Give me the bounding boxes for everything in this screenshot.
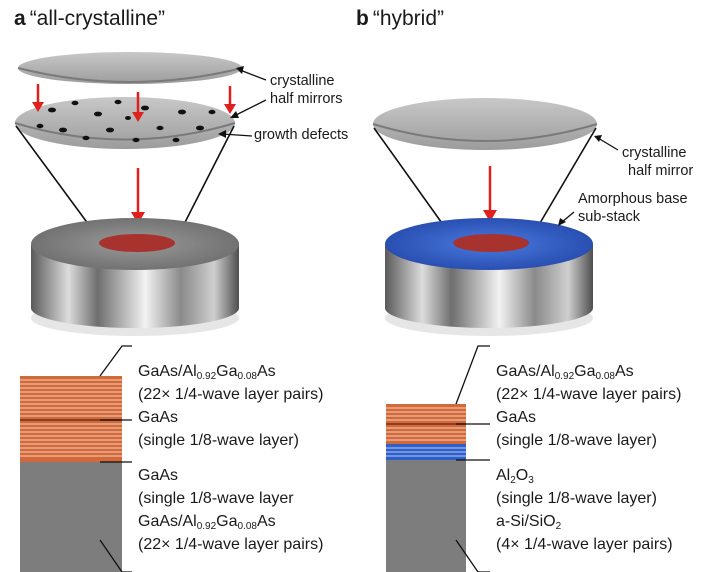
upper-formula-a: GaAs/Al0.92Ga0.08As xyxy=(138,363,276,382)
lower-pairs-a: (22× 1/4-wave layer pairs) xyxy=(138,536,324,553)
panel-a-illustration xyxy=(14,52,267,572)
growth-defect-dots xyxy=(36,99,216,143)
callout-line-2: half mirror xyxy=(628,163,694,179)
panel-b-letter: b xyxy=(356,7,369,30)
upper-layer-desc-b: (single 1/8-wave layer) xyxy=(496,432,657,449)
callout-crystalline-mirrors: crystalline half mirrors xyxy=(270,72,343,108)
callout-line-2: sub-stack xyxy=(578,209,641,225)
layer-stack xyxy=(20,376,122,572)
stack-labels-b-lower: Al2O3 (single 1/8-wave layer) a-Si/SiO2 … xyxy=(496,464,673,556)
stack-labels-b: GaAs/Al0.92Ga0.08As (22× 1/4-wave layer … xyxy=(496,360,681,452)
crystalline-mirror xyxy=(373,98,597,150)
substrate-disk-coated xyxy=(385,218,593,336)
callout-line-2: half mirrors xyxy=(270,91,343,107)
substrate-disk xyxy=(31,218,239,336)
down-arrow-icon xyxy=(32,84,236,224)
panel-hybrid: b“hybrid” xyxy=(356,0,720,572)
upper-pairs-b: (22× 1/4-wave layer pairs) xyxy=(496,386,682,403)
beam-spot xyxy=(99,234,175,252)
crystalline-mirror-defect xyxy=(15,97,235,149)
panel-b-title: b“hybrid” xyxy=(356,6,444,32)
callout-growth-defects: growth defects xyxy=(254,127,349,143)
callout-crystalline-mirror: crystalline half mirror xyxy=(622,144,693,180)
crystalline-mirror-top xyxy=(18,52,242,84)
lower-pairs-b: (4× 1/4-wave layer pairs) xyxy=(496,536,673,553)
upper-formula-b: GaAs/Al0.92Ga0.08As xyxy=(496,363,634,382)
pointer-arrow-icon xyxy=(218,66,267,138)
panel-a-letter: a xyxy=(14,7,26,30)
down-arrow-icon xyxy=(483,166,497,222)
lower-layer-b: Al2O3 xyxy=(496,467,534,486)
beam-spot xyxy=(453,234,529,252)
panel-b-title-text: “hybrid” xyxy=(372,7,445,30)
panel-all-crystalline: a“all-crystalline” xyxy=(14,6,349,572)
callout-line-1: Amorphous base xyxy=(578,191,688,207)
panel-a-title-text: “all-crystalline” xyxy=(29,7,166,30)
stack-labels-a-lower: GaAs (single 1/8-wave layer GaAs/Al0.92G… xyxy=(138,464,323,556)
upper-layer-b: GaAs xyxy=(496,409,537,426)
lower-layer-desc-b: (single 1/8-wave layer) xyxy=(496,490,657,507)
layer-stack-hybrid xyxy=(386,404,466,572)
upper-layer-desc-a: (single 1/8-wave layer) xyxy=(138,432,299,449)
pointer-arrow-icon xyxy=(558,135,619,226)
lower-formula-a: GaAs/Al0.92Ga0.08As xyxy=(138,513,276,532)
lower-layer-desc-a: (single 1/8-wave layer xyxy=(138,490,294,507)
panel-a-title: a“all-crystalline” xyxy=(14,6,165,32)
callout-line-1: crystalline xyxy=(270,73,335,89)
upper-pairs-a: (22× 1/4-wave layer pairs) xyxy=(138,386,324,403)
upper-layer-a: GaAs xyxy=(138,409,179,426)
callout-amorphous-base: Amorphous base sub-stack xyxy=(578,190,688,226)
stack-labels-a: GaAs/Al0.92Ga0.08As (22× 1/4-wave layer … xyxy=(138,360,323,452)
lower-formula-b: a-Si/SiO2 xyxy=(496,513,562,532)
panel-b-illustration xyxy=(372,98,619,572)
callout-line-1: crystalline xyxy=(622,145,687,161)
lower-layer-a: GaAs xyxy=(138,467,179,484)
